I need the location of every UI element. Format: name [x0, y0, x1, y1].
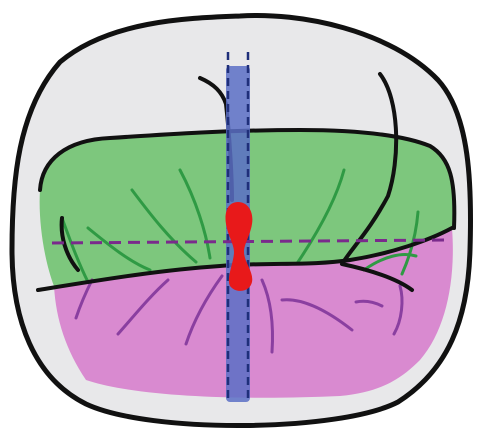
- tooth-occlusal-diagram: [0, 0, 480, 439]
